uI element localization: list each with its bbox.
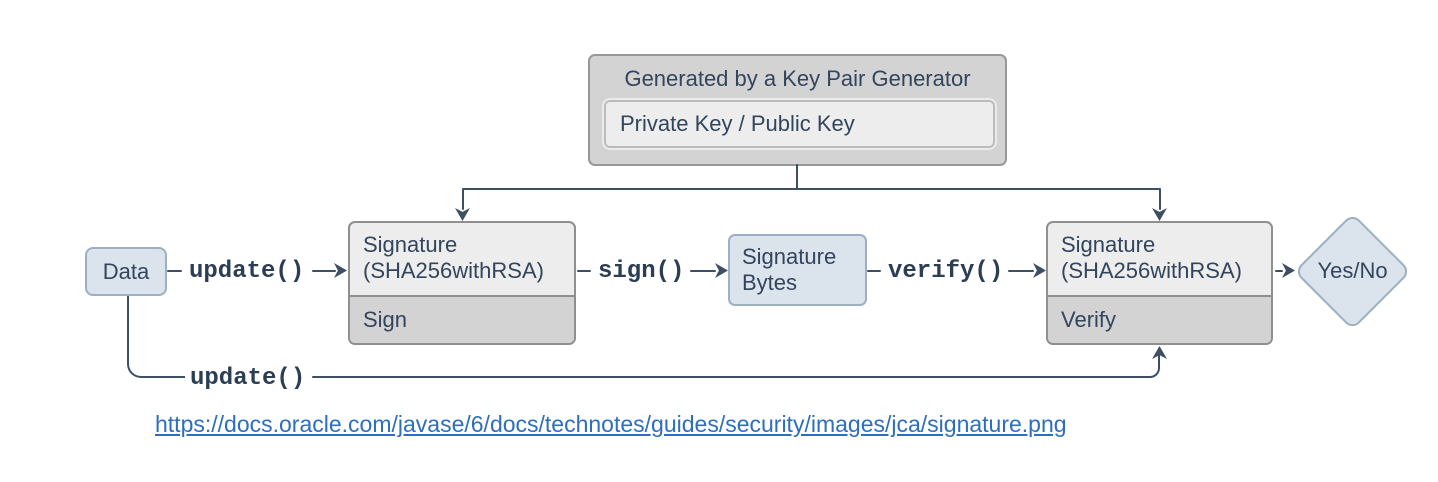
- sign-engine-name-line1: Signature: [363, 232, 458, 257]
- keypair-split-line: [462, 188, 1161, 190]
- result-lead-line: [1275, 270, 1283, 272]
- update-bottom-left-elbow-line: [127, 296, 185, 378]
- signature-bytes-line2: Bytes: [742, 270, 798, 295]
- verify-engine-name-line2: (SHA256withRSA): [1061, 258, 1242, 283]
- sign-call-tail-line: [690, 270, 716, 272]
- result-arrowhead-icon: [1282, 263, 1295, 278]
- keypair-to-sign-line: [462, 189, 464, 210]
- update-top-tail-line: [312, 270, 336, 272]
- source-url-link[interactable]: https://docs.oracle.com/javase/6/docs/te…: [155, 411, 1067, 437]
- private-public-key-box: Private Key / Public Key: [604, 100, 995, 148]
- yes-no-label: Yes/No: [1317, 258, 1388, 283]
- sign-call-lead-line: [577, 270, 591, 272]
- verify-engine-box: Signature (SHA256withRSA) Verify: [1046, 221, 1273, 345]
- data-node: Data: [85, 247, 167, 296]
- verify-call-tail-line: [1008, 270, 1034, 272]
- sign-engine-operation: Sign: [350, 295, 574, 343]
- update-top-lead-line: [167, 270, 182, 272]
- sign-call-label: sign(): [598, 258, 685, 285]
- sign-call-arrowhead-icon: [715, 263, 728, 278]
- keypair-to-verify-line: [1159, 189, 1161, 210]
- signature-bytes-node: Signature Bytes: [728, 234, 867, 306]
- update-top-label: update(): [189, 258, 305, 285]
- sign-engine-name-line2: (SHA256withRSA): [363, 258, 544, 283]
- verify-engine-operation: Verify: [1048, 295, 1271, 343]
- sign-engine-name: Signature (SHA256withRSA): [350, 223, 574, 295]
- verify-engine-name-line1: Signature: [1061, 232, 1156, 257]
- verify-call-arrowhead-icon: [1033, 263, 1046, 278]
- verify-call-label: verify(): [888, 258, 1004, 285]
- key-pair-generator-title: Generated by a Key Pair Generator: [624, 66, 971, 91]
- key-pair-generator-box: Generated by a Key Pair Generator Privat…: [588, 54, 1007, 166]
- sign-engine-box: Signature (SHA256withRSA) Sign: [348, 221, 576, 345]
- verify-engine-name: Signature (SHA256withRSA): [1048, 223, 1271, 295]
- verify-call-lead-line: [867, 270, 881, 272]
- signature-bytes-line1: Signature: [742, 244, 837, 269]
- keypair-stem-line: [796, 164, 798, 190]
- update-bottom-right-elbow-line: [1144, 351, 1160, 378]
- update-bottom-label: update(): [190, 365, 306, 392]
- update-bottom-long-line: [312, 376, 1145, 378]
